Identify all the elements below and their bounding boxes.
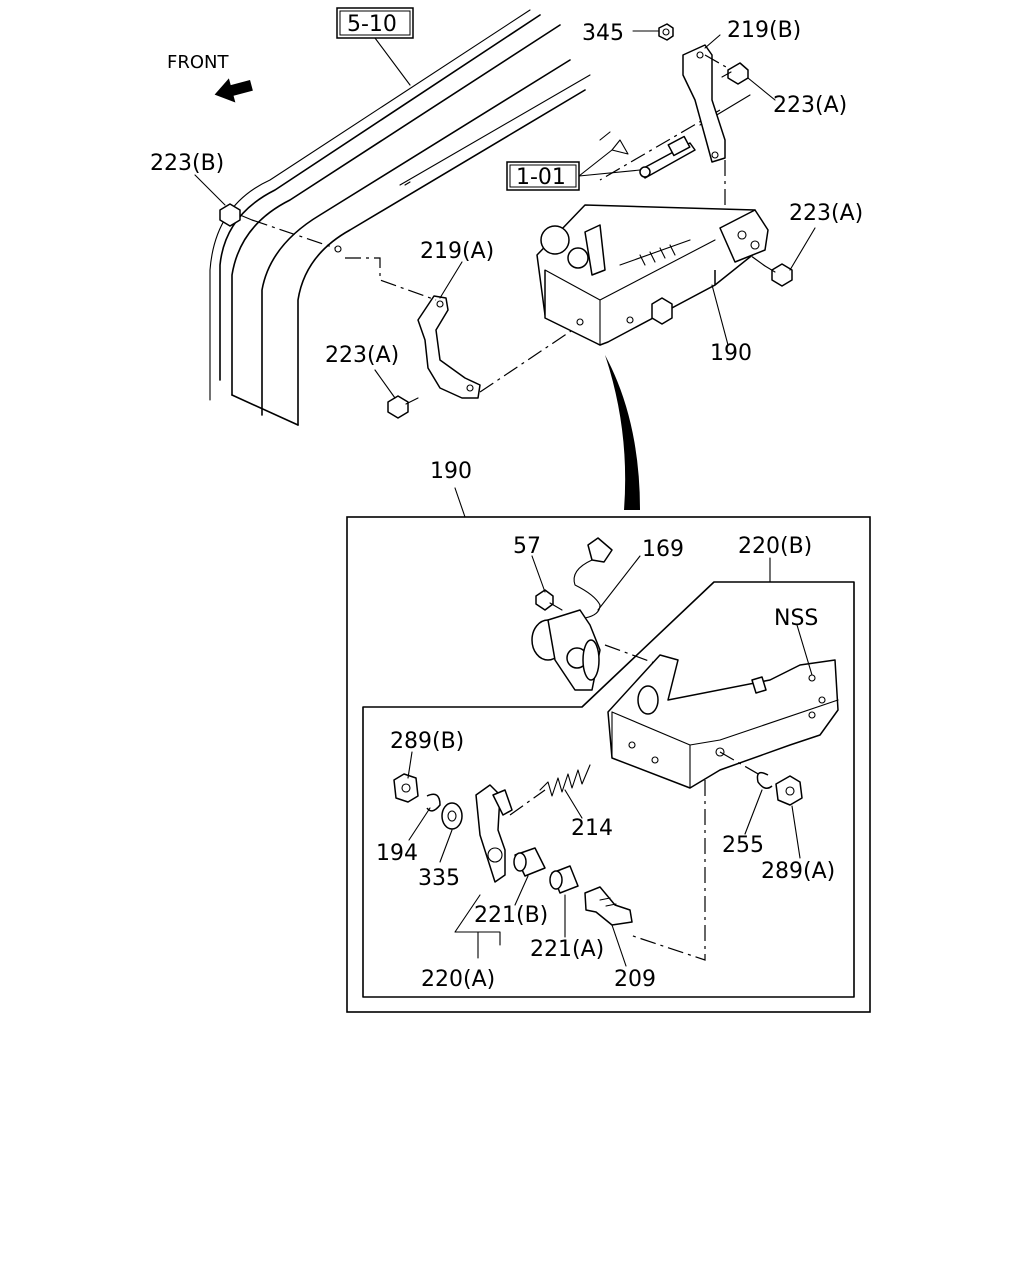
label-194: 194 (376, 841, 418, 866)
label-169: 169 (642, 537, 684, 562)
bolt-209 (584, 886, 633, 926)
screw-57 (535, 589, 563, 611)
sensor-169 (531, 537, 661, 691)
spring-214 (539, 764, 591, 797)
bolt-223a-bottom (387, 395, 419, 419)
label-214: 214 (571, 816, 613, 841)
label-219b: 219(B) (727, 18, 801, 43)
clip-194 (426, 793, 441, 812)
bolt-223a-right (739, 247, 793, 287)
bracket-220b (607, 654, 839, 961)
nut-345 (658, 23, 674, 41)
label-255: 255 (722, 833, 764, 858)
label-345: 345 (582, 21, 624, 46)
label-335: 335 (418, 866, 460, 891)
leader-lines-top (194, 30, 816, 399)
bolt-223b (219, 203, 342, 253)
detail-pointer (605, 355, 640, 510)
front-direction-indicator: FRONT (167, 52, 253, 103)
cable-end (599, 131, 696, 179)
label-221b: 221(B) (474, 903, 548, 928)
bushing-221b (513, 847, 546, 877)
label-209: 209 (614, 967, 656, 992)
bushing-221a (549, 865, 579, 894)
nut-289a (775, 775, 803, 806)
front-arrow-icon (214, 78, 253, 103)
label-219a: 219(A) (420, 239, 494, 264)
label-nss: NSS (774, 606, 818, 631)
label-190: 190 (710, 341, 752, 366)
detail-title: 190 (430, 459, 472, 484)
bracket-219a (345, 257, 581, 399)
washer-335 (441, 802, 463, 830)
label-220a: 220(A) (421, 967, 495, 992)
ref-box-1-01[interactable]: 1-01 (506, 149, 641, 191)
label-223a-top: 223(A) (773, 93, 847, 118)
ref-box-1-01-label: 1-01 (516, 165, 566, 190)
label-289b: 289(B) (390, 729, 464, 754)
label-220b: 220(B) (738, 534, 812, 559)
label-289a: 289(A) (761, 859, 835, 884)
ref-box-5-10-label: 5-10 (347, 12, 397, 37)
label-57: 57 (513, 534, 541, 559)
label-223b: 223(B) (150, 151, 224, 176)
clip-255 (756, 771, 773, 789)
label-223a-bottom: 223(A) (325, 343, 399, 368)
assembly-190-top (536, 204, 769, 346)
label-223a-right: 223(A) (789, 201, 863, 226)
bolt-223a-top (721, 62, 749, 85)
leader-lines-detail (407, 555, 813, 967)
lever-220a (475, 784, 546, 883)
nut-289b (393, 773, 419, 803)
ref-box-5-10[interactable]: 5-10 (336, 7, 414, 86)
detail-box: 190 (346, 459, 871, 1013)
front-label: FRONT (167, 52, 229, 73)
label-221a: 221(A) (530, 937, 604, 962)
